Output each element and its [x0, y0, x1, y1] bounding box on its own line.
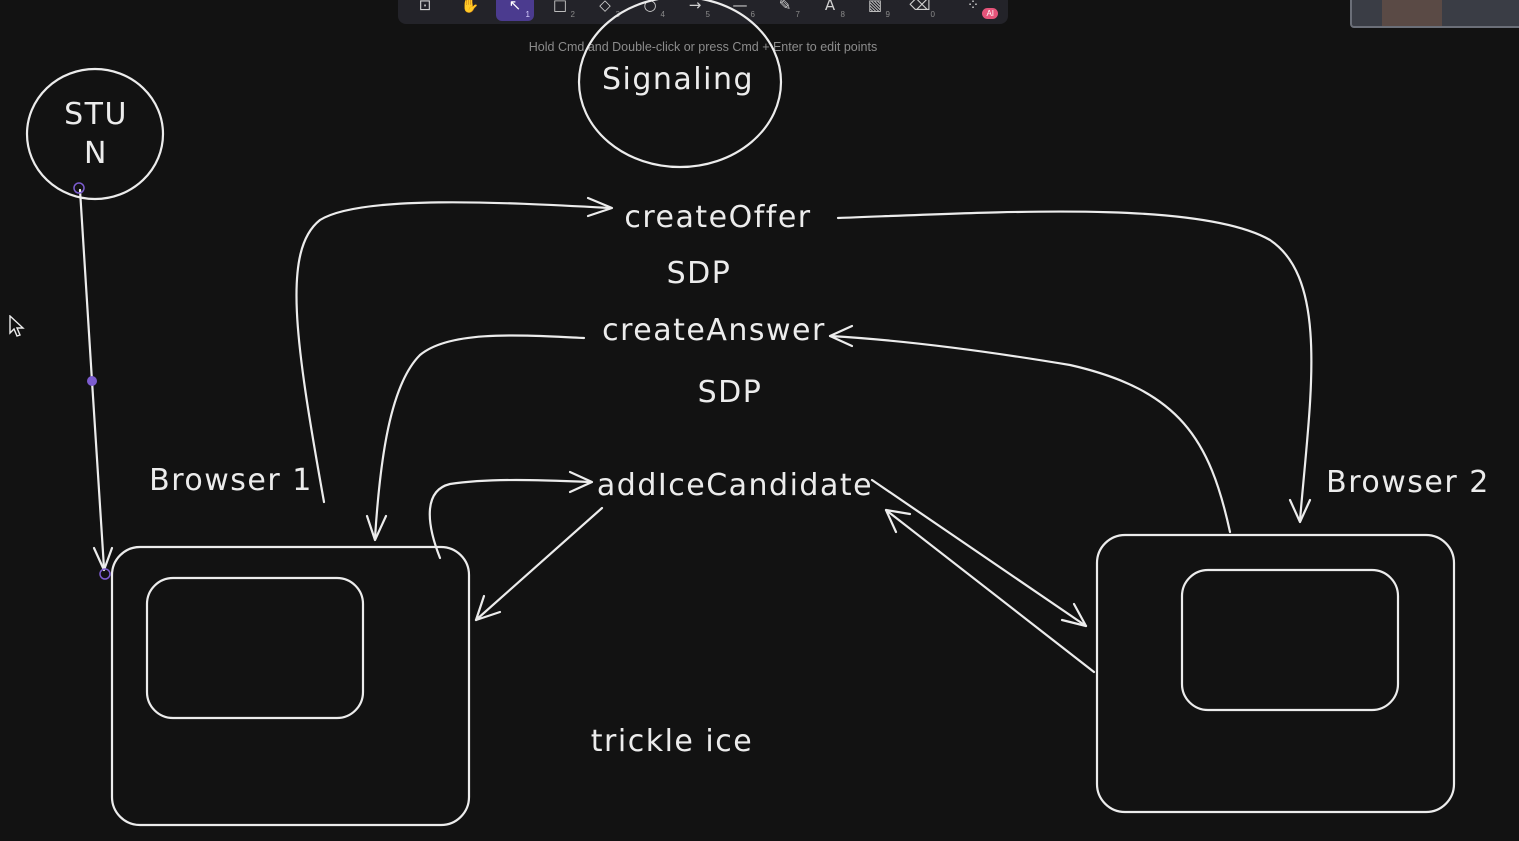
arrow-end-handle[interactable]	[99, 568, 111, 580]
arrow-icon: →	[688, 0, 702, 14]
trickle-ice-label[interactable]: trickle ice	[591, 724, 753, 759]
stun-circle[interactable]	[25, 67, 165, 201]
tool-shortcut: 4	[660, 10, 665, 19]
lock-tool[interactable]: ⊡	[406, 0, 444, 21]
tool-shortcut: 0	[930, 10, 935, 19]
createanswer-to-browser1-arrow[interactable]	[365, 334, 586, 542]
add-ice-candidate-label[interactable]: addIceCandidate	[597, 468, 873, 503]
image-tool[interactable]: ▧9	[856, 0, 894, 21]
edit-points-hint: Hold Cmd and Double-click or press Cmd +…	[528, 40, 878, 54]
tool-shortcut: 5	[705, 10, 710, 19]
webcam-person	[1382, 0, 1442, 26]
text-icon: A	[824, 0, 836, 14]
hand-icon: ✋	[460, 0, 480, 14]
addicecandidate-to-browser1-arrow[interactable]	[474, 506, 604, 622]
stun-label-line2[interactable]: N	[84, 136, 108, 171]
arrow-tool[interactable]: →5	[676, 0, 714, 21]
diamond-icon: ◇	[599, 0, 611, 14]
arrow-midpoint-handle[interactable]	[87, 376, 97, 386]
signaling-label[interactable]: Signaling	[602, 62, 754, 97]
tool-shortcut: 6	[750, 10, 755, 19]
webcam-overlay	[1350, 0, 1519, 28]
browser-2-label[interactable]: Browser 2	[1326, 465, 1490, 500]
browser1-to-createoffer-arrow[interactable]	[295, 196, 614, 504]
lock-icon: ⊡	[418, 0, 432, 14]
browser-2-box[interactable]	[1095, 533, 1456, 814]
tool-shortcut: 8	[840, 10, 845, 19]
more-tools-button[interactable]: ⁘AI	[954, 0, 998, 21]
create-offer-label[interactable]: createOffer	[624, 200, 811, 235]
pencil-icon: ✎	[778, 0, 792, 14]
selection-tool[interactable]: ↖1	[496, 0, 534, 21]
line-tool[interactable]: —6	[721, 0, 759, 21]
signaling-circle[interactable]	[577, 0, 783, 169]
rectangle-tool[interactable]: □2	[541, 0, 579, 21]
browser-1-box[interactable]	[110, 545, 471, 827]
ellipse-tool[interactable]: ○4	[631, 0, 669, 21]
stun-label-line1[interactable]: STU	[64, 97, 128, 132]
hand-tool[interactable]: ✋	[451, 0, 489, 21]
sdp-label-2[interactable]: SDP	[698, 375, 763, 410]
createoffer-to-browser2-arrow[interactable]	[836, 210, 1313, 524]
ellipse-icon: ○	[643, 0, 657, 14]
sdp-label-1[interactable]: SDP	[667, 256, 732, 291]
browser2-to-addicecandidate-arrow[interactable]	[884, 508, 1096, 674]
pointer-icon: ↖	[508, 0, 522, 14]
eraser-icon: ⌫	[909, 0, 931, 14]
eraser-tool[interactable]: ⌫0	[901, 0, 939, 21]
image-icon: ▧	[867, 0, 883, 14]
browser-1-inner-box[interactable]	[145, 576, 365, 720]
browser-1-label[interactable]: Browser 1	[149, 463, 313, 498]
tool-shortcut: 2	[570, 10, 575, 19]
create-answer-label[interactable]: createAnswer	[602, 313, 826, 348]
browser1-to-addicecandidate-arrow[interactable]	[428, 470, 594, 560]
mouse-cursor-icon	[9, 315, 25, 337]
shapes-icon: ⁘	[966, 0, 980, 14]
tool-shortcut: 9	[885, 10, 890, 19]
rectangle-icon: □	[552, 0, 568, 14]
tool-shortcut: 1	[525, 10, 530, 19]
line-icon: —	[732, 0, 748, 14]
browser-2-inner-box[interactable]	[1180, 568, 1400, 712]
tool-shortcut: 7	[795, 10, 800, 19]
browser2-to-createanswer-arrow[interactable]	[828, 324, 1232, 534]
ai-badge: AI	[982, 8, 998, 19]
addicecandidate-to-browser2-arrow[interactable]	[870, 478, 1088, 628]
draw-tool[interactable]: ✎7	[766, 0, 804, 21]
arrow-start-handle[interactable]	[73, 182, 85, 194]
